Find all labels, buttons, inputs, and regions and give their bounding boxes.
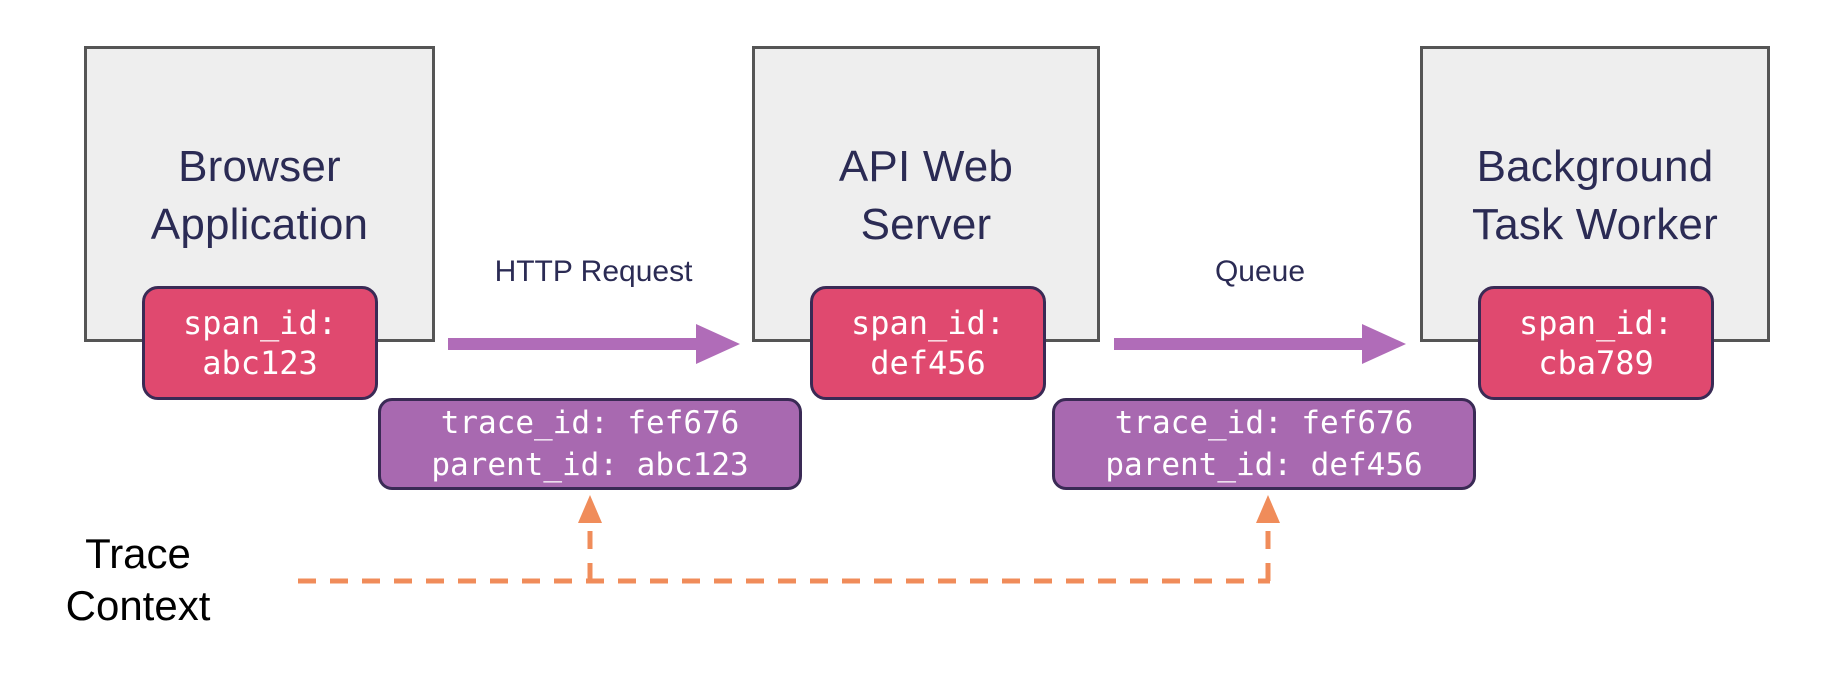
span-pill-background-task-worker: span_id: cba789 <box>1478 286 1714 400</box>
trace-context-pill-http: trace_id: fef676 parent_id: abc123 <box>378 398 802 490</box>
node-background-task-worker-title: Background Task Worker <box>1472 142 1718 249</box>
node-browser-title: Browser Application <box>150 142 369 249</box>
trace-context-connector <box>298 495 1280 584</box>
span-pill-browser: span_id: abc123 <box>142 286 378 400</box>
flow-label-http-request: HTTP Request <box>494 255 693 288</box>
span-pill-api-web-server: span_id: def456 <box>810 286 1046 400</box>
flow-label-queue: Queue <box>1214 255 1306 288</box>
trace-context-pill-queue: trace_id: fef676 parent_id: def456 <box>1052 398 1476 490</box>
node-api-web-server-title: API Web Server <box>838 142 1014 249</box>
flow-arrow-http-request <box>448 324 740 364</box>
flow-arrow-queue <box>1114 324 1406 364</box>
trace-context-label: Trace Context <box>65 530 211 629</box>
